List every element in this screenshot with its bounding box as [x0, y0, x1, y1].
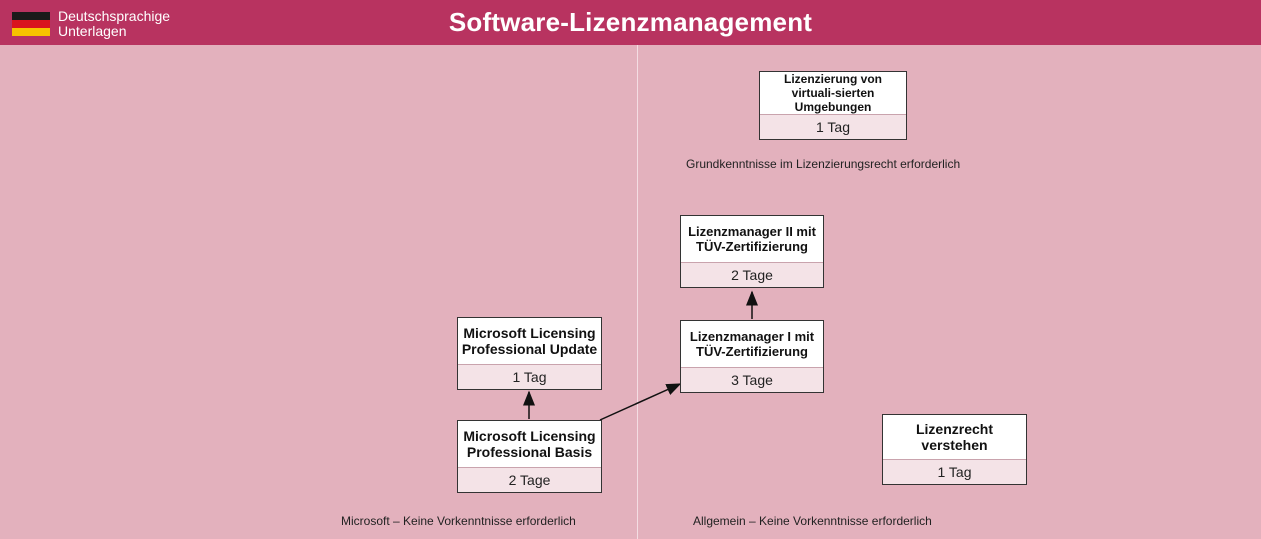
- course-box-mlp-basis[interactable]: Microsoft Licensing Professional Basis 2…: [457, 420, 602, 493]
- page-title: Software-Lizenzmanagement: [448, 7, 813, 37]
- course-name: Lizenzmanager II mit TÜV-Zertifizierung: [688, 224, 816, 254]
- course-box-virtualisierung[interactable]: Lizenzierung von virtuali-sierten Umgebu…: [759, 71, 907, 140]
- course-box-mlp-update[interactable]: Microsoft Licensing Professional Update …: [457, 317, 602, 390]
- caption-microsoft: Microsoft – Keine Vorkenntnisse erforder…: [341, 514, 576, 528]
- german-flag-icon: [12, 12, 50, 36]
- language-label-line1: Deutschsprachige: [58, 8, 171, 24]
- course-name: Microsoft Licensing Professional Basis: [463, 428, 596, 460]
- caption-allgemein: Allgemein – Keine Vorkenntnisse erforder…: [693, 514, 932, 528]
- course-duration: 2 Tage: [458, 467, 601, 492]
- course-box-lizenzmanager-1[interactable]: Lizenzmanager I mit TÜV-Zertifizierung 3…: [680, 320, 824, 393]
- language-label: Deutschsprachige Unterlagen: [58, 9, 170, 39]
- course-box-lizenzrecht[interactable]: Lizenzrecht verstehen 1 Tag: [882, 414, 1027, 485]
- header-bar: Deutschsprachige Unterlagen Software-Liz…: [0, 0, 1261, 45]
- caption-grundkenntnisse: Grundkenntnisse im Lizenzierungsrecht er…: [686, 157, 961, 171]
- language-label-line2: Unterlagen: [58, 23, 127, 39]
- course-name: Lizenzrecht verstehen: [915, 421, 993, 453]
- course-duration: 1 Tag: [760, 114, 906, 139]
- course-duration: 2 Tage: [681, 262, 823, 287]
- arrow-basis-to-lm1: [599, 383, 682, 421]
- course-duration: 1 Tag: [458, 364, 601, 389]
- course-name: Microsoft Licensing Professional Update: [461, 325, 598, 357]
- course-duration: 1 Tag: [883, 459, 1026, 484]
- course-box-lizenzmanager-2[interactable]: Lizenzmanager II mit TÜV-Zertifizierung …: [680, 215, 824, 288]
- course-duration: 3 Tage: [681, 367, 823, 392]
- course-name: Lizenzierung von virtuali-sierten Umgebu…: [783, 72, 882, 114]
- column-divider: [637, 45, 638, 539]
- course-name: Lizenzmanager I mit TÜV-Zertifizierung: [689, 329, 815, 359]
